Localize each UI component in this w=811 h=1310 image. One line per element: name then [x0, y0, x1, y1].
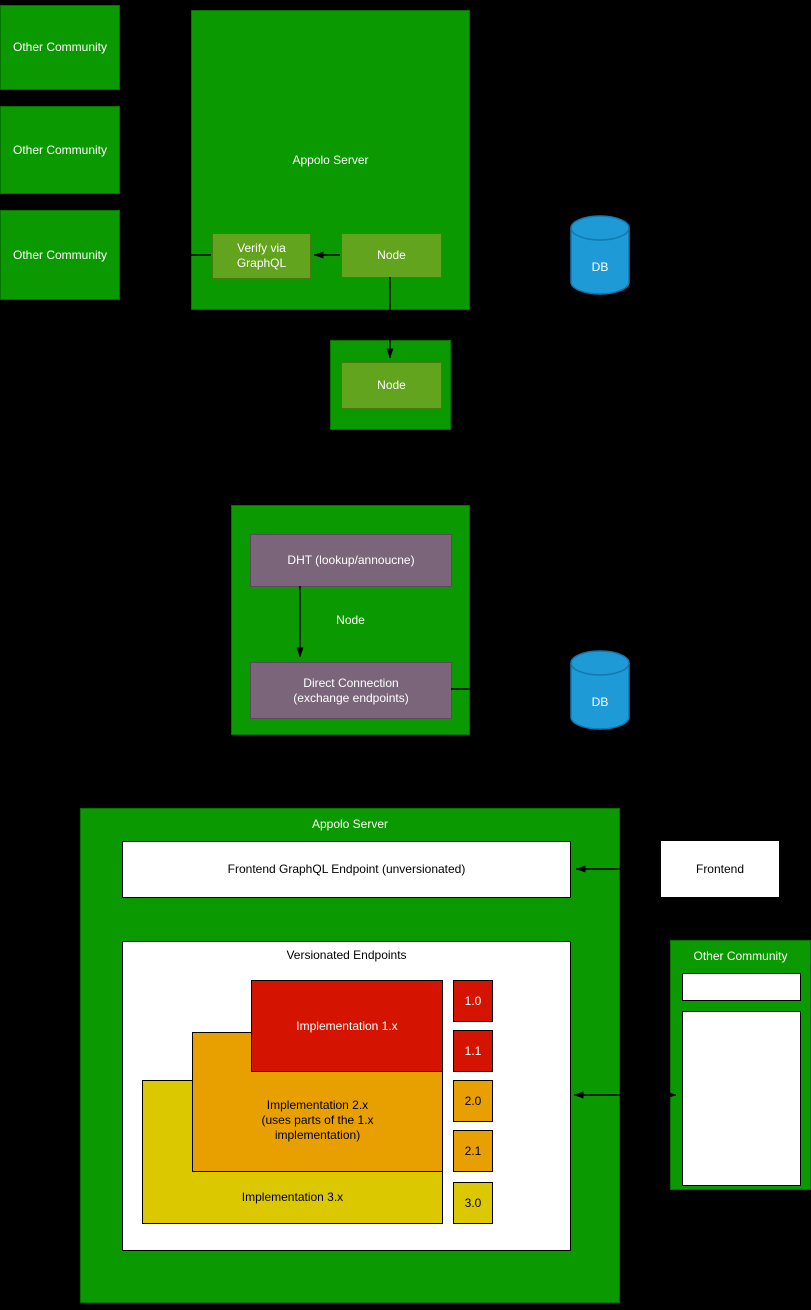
version-box-2-1: 2.1 — [453, 1130, 493, 1172]
node-box-relay: Node — [341, 362, 442, 409]
version-box-2-0: 2.0 — [453, 1080, 493, 1122]
frontend-graphql-endpoint-box: Frontend GraphQL Endpoint (unversionated… — [122, 841, 571, 898]
p2p-node-container: Node DHT (lookup/annoucne) Direct Connec… — [231, 505, 470, 735]
node-label: Node — [336, 612, 365, 627]
other-community-label: Other Community — [12, 142, 108, 157]
right-community-slot-small — [682, 973, 801, 1001]
version-box-3-0: 3.0 — [453, 1182, 493, 1224]
database-label: DB — [591, 695, 609, 709]
version-box-1-0: 1.0 — [453, 980, 493, 1022]
other-community-label: Other Community — [12, 247, 108, 262]
other-community-label: Other Community — [12, 40, 108, 54]
node-box-top: Node — [341, 233, 442, 278]
implementation-2x-label: Implementation 2.x (uses parts of the 1.… — [261, 1098, 374, 1142]
appolo-server-top-box: Appolo Server Verify via GraphQL Node — [191, 10, 470, 310]
right-community-slot-large — [682, 1011, 801, 1186]
versionated-endpoints-box: Versionated Endpoints Implementation 3.x… — [122, 941, 571, 1251]
other-community-box-2: Other Community — [0, 106, 120, 194]
direct-connection-box: Direct Connection (exchange endpoints) — [250, 662, 452, 719]
other-community-box-3: Other Community — [0, 210, 120, 300]
relay-node-container: Node — [330, 340, 451, 430]
dht-lookup-box: DHT (lookup/annoucne) — [250, 534, 452, 587]
database-cylinder-icon — [570, 650, 630, 730]
database-top: DB — [570, 215, 630, 295]
other-community-box-right: Other Community — [670, 940, 811, 1190]
database-cylinder-icon — [570, 215, 630, 295]
version-box-1-1: 1.1 — [453, 1030, 493, 1072]
database-mid: DB — [570, 650, 630, 730]
verify-via-graphql-box: Verify via GraphQL — [212, 233, 311, 279]
versionated-endpoints-title: Versionated Endpoints — [286, 948, 407, 962]
appolo-server-bottom-box: Appolo Server Frontend GraphQL Endpoint … — [80, 808, 620, 1303]
appolo-server-title: Appolo Server — [292, 152, 369, 167]
other-community-box-1: Other Community — [0, 5, 120, 90]
implementation-3x-label: Implementation 3.x — [241, 1190, 344, 1204]
other-community-title: Other Community — [693, 949, 788, 963]
appolo-server-title: Appolo Server — [311, 817, 389, 831]
database-label: DB — [591, 260, 609, 274]
frontend-box: Frontend — [660, 840, 780, 898]
implementation-1x-box: Implementation 1.x — [251, 980, 443, 1072]
